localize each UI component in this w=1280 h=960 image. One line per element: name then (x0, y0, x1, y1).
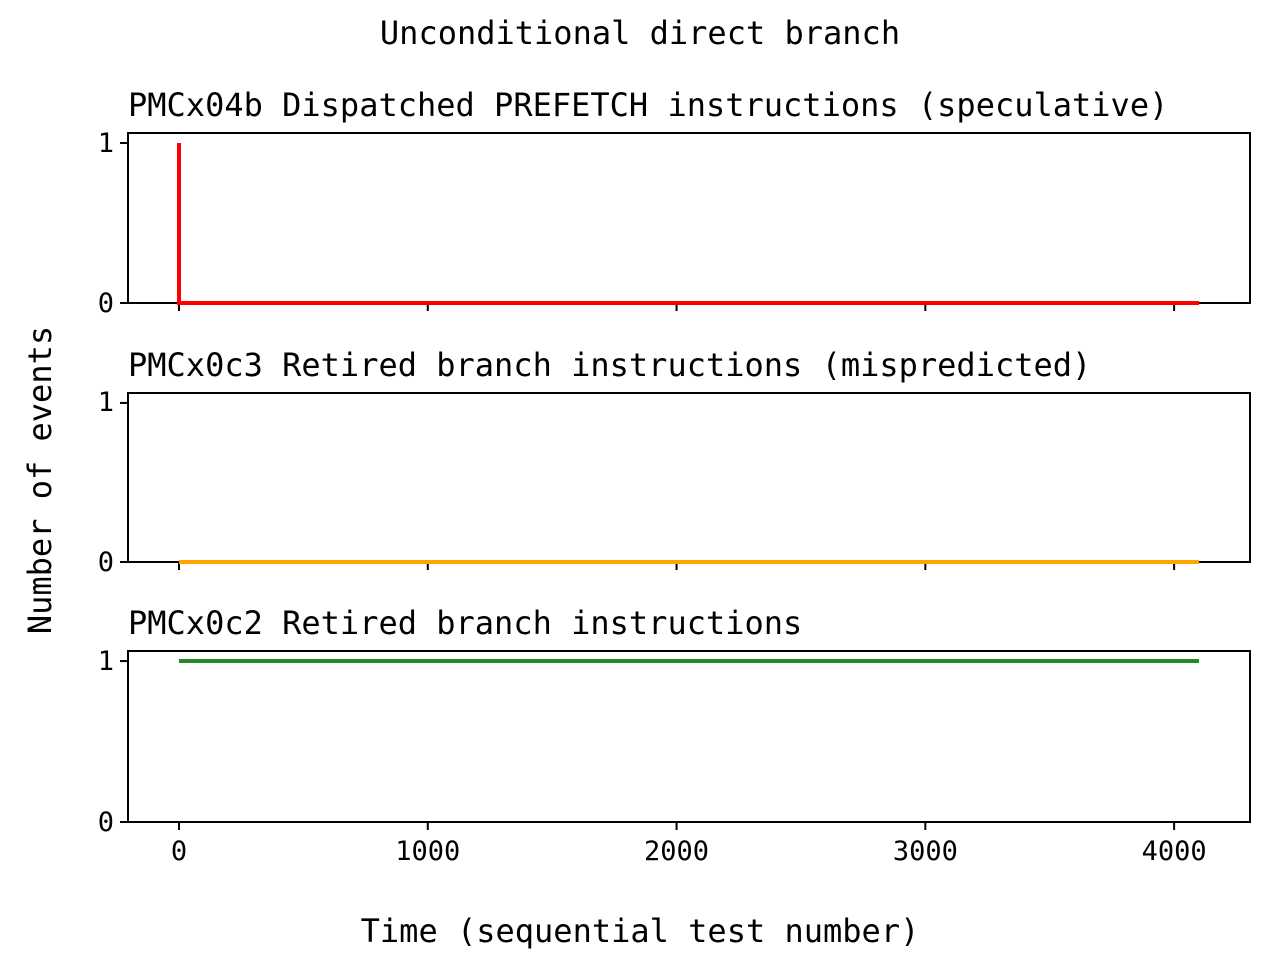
x-axis-label: Time (sequential test number) (360, 912, 920, 950)
subplot-title-pmcx0c3: PMCx0c3 Retired branch instructions (mis… (128, 346, 1092, 384)
y-tick-label-0-1: 1 (97, 127, 114, 159)
y-tick-label-1-1: 1 (97, 387, 114, 419)
x-tick-label-2000: 2000 (644, 836, 710, 867)
axes-frame-1 (127, 392, 1251, 563)
subplot-title-pmcx0c2: PMCx0c2 Retired branch instructions (128, 604, 803, 642)
x-tick-label-3000: 3000 (892, 836, 958, 867)
axes-frame-0 (127, 132, 1251, 304)
subplot-title-pmcx04b: PMCx04b Dispatched PREFETCH instructions… (128, 86, 1169, 124)
y-tick-label-2-1: 1 (97, 645, 114, 677)
axes-frame-2 (127, 650, 1251, 823)
x-tick-label-1000: 1000 (395, 836, 461, 867)
x-tick-label-4000: 4000 (1141, 836, 1207, 867)
y-tick-label-2-0: 0 (97, 806, 114, 838)
y-tick-label-1-0: 0 (97, 546, 114, 578)
series-line-pmcx04b (177, 143, 1199, 305)
y-tick-label-0-0: 0 (97, 287, 114, 319)
figure-title: Unconditional direct branch (379, 14, 901, 52)
x-tick-label-0: 0 (170, 836, 188, 867)
